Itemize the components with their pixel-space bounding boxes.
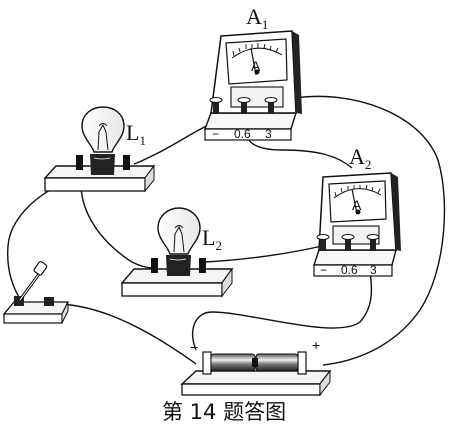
- battery-plus-label: +: [312, 337, 320, 353]
- ammeter-a2: A − 0.6 3 A2: [313, 144, 401, 277]
- a2-label: A2: [349, 144, 371, 172]
- ammeter-a1: A − 0.6 3 A1: [203, 4, 302, 141]
- wire-switch-to-l1: [6, 182, 65, 303]
- a1-label: A1: [246, 4, 268, 32]
- a2-terminal-minus: −: [320, 263, 327, 277]
- wire-a1-to-l1: [133, 121, 216, 165]
- a1-terminal-max: 3: [265, 127, 272, 141]
- l2-label: L2: [202, 225, 222, 253]
- wire-a1-to-battery-plus: [295, 95, 446, 366]
- a2-terminal-max: 3: [370, 263, 377, 277]
- wire-a2-to-battery: [192, 249, 373, 351]
- a1-terminal-posts: [209, 97, 278, 114]
- lamp-l2: L2: [120, 207, 234, 298]
- knife-switch: [2, 260, 70, 324]
- a1-terminal-mid: 0.6: [234, 127, 251, 141]
- a1-face-symbol: A: [251, 58, 261, 74]
- figure-caption: 第 14 题答图: [162, 400, 286, 424]
- wire-l2-to-a2: [204, 245, 323, 263]
- battery-minus-label: −: [190, 339, 198, 355]
- lamp-l1: L1: [43, 106, 156, 193]
- l1-label: L1: [126, 120, 146, 148]
- battery: − +: [180, 337, 332, 397]
- a1-terminal-minus: −: [212, 127, 219, 141]
- a2-terminal-posts: [316, 234, 380, 251]
- a2-terminal-mid: 0.6: [341, 263, 358, 277]
- a2-face-symbol: A: [352, 197, 362, 213]
- wire-switch-to-battery-minus: [59, 303, 197, 365]
- wire-l1-to-l2: [80, 165, 154, 269]
